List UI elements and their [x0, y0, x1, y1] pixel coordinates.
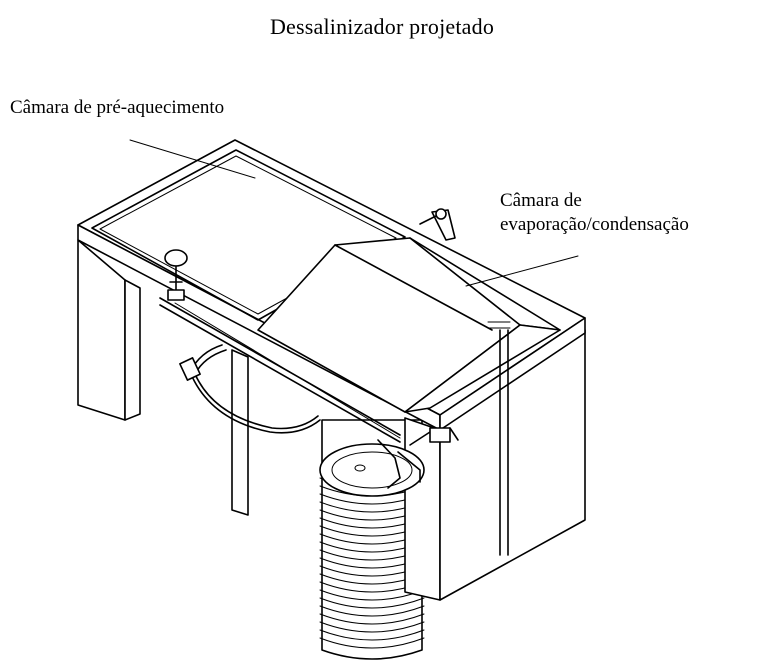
distribution-pipe — [159, 297, 401, 443]
table-middle-leg — [231, 349, 249, 516]
pressure-gauge-icon — [164, 249, 188, 301]
preheat-chamber — [91, 149, 406, 321]
evap-leader-line — [465, 255, 579, 287]
table-left-leg — [77, 239, 141, 421]
left-hose — [179, 344, 321, 434]
coil-top-fittings — [319, 427, 459, 497]
right-valve-icon — [419, 208, 456, 241]
leader-lines — [129, 139, 579, 287]
evaporation-chamber — [257, 237, 561, 413]
right-drain-pipe — [487, 321, 511, 556]
preheat-chamber-label: Câmara de pré-aquecimento — [10, 97, 225, 118]
preheat-leader-line — [129, 139, 256, 179]
evap-chamber-label: Câmara de evaporação/condensação — [500, 189, 689, 237]
figure-title: Dessalinizador projetado — [269, 14, 495, 39]
evap-chamber-label-line2: evaporação/condensação — [500, 214, 689, 235]
evap-chamber-label-line1: Câmara de — [500, 190, 582, 211]
